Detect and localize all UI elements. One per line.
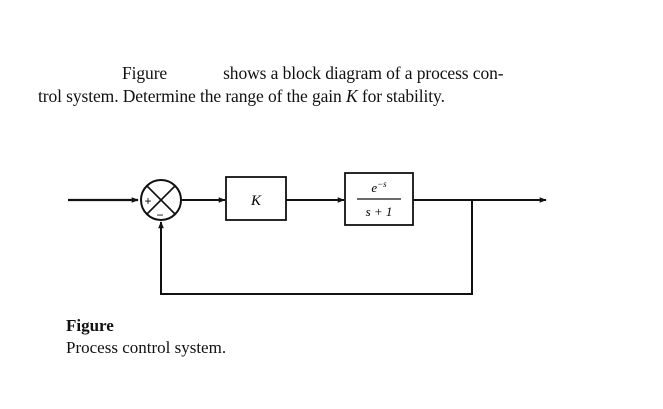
gain-block-label: K <box>250 193 262 209</box>
problem-text-3: for stability. <box>357 86 445 106</box>
figure-caption: Figure Process control system. <box>66 315 226 359</box>
figure-ref: Figure <box>122 63 168 83</box>
summer-plus-sign: + <box>144 194 151 208</box>
summing-junction: + − <box>140 179 182 222</box>
problem-line-1: Figure shows a block diagram of a process… <box>38 62 598 85</box>
problem-line-2: trol system. Determine the range of the … <box>38 85 598 108</box>
gain-block: K <box>225 176 287 221</box>
plant-denominator: s + 1 <box>366 204 393 219</box>
plant-numerator: e−s <box>371 179 387 195</box>
caption-text: Process control system. <box>66 338 227 357</box>
gain-variable: K <box>345 86 358 106</box>
summer-minus-sign: − <box>156 208 163 222</box>
problem-statement: Figure shows a block diagram of a process… <box>38 62 598 108</box>
problem-text-2: trol system. Determine the range of the … <box>38 86 346 106</box>
plant-block: e−s s + 1 <box>344 172 414 226</box>
problem-text-1: shows a block diagram of a process con- <box>223 63 504 83</box>
caption-title: Figure <box>66 316 114 335</box>
feedback-path <box>158 200 473 295</box>
